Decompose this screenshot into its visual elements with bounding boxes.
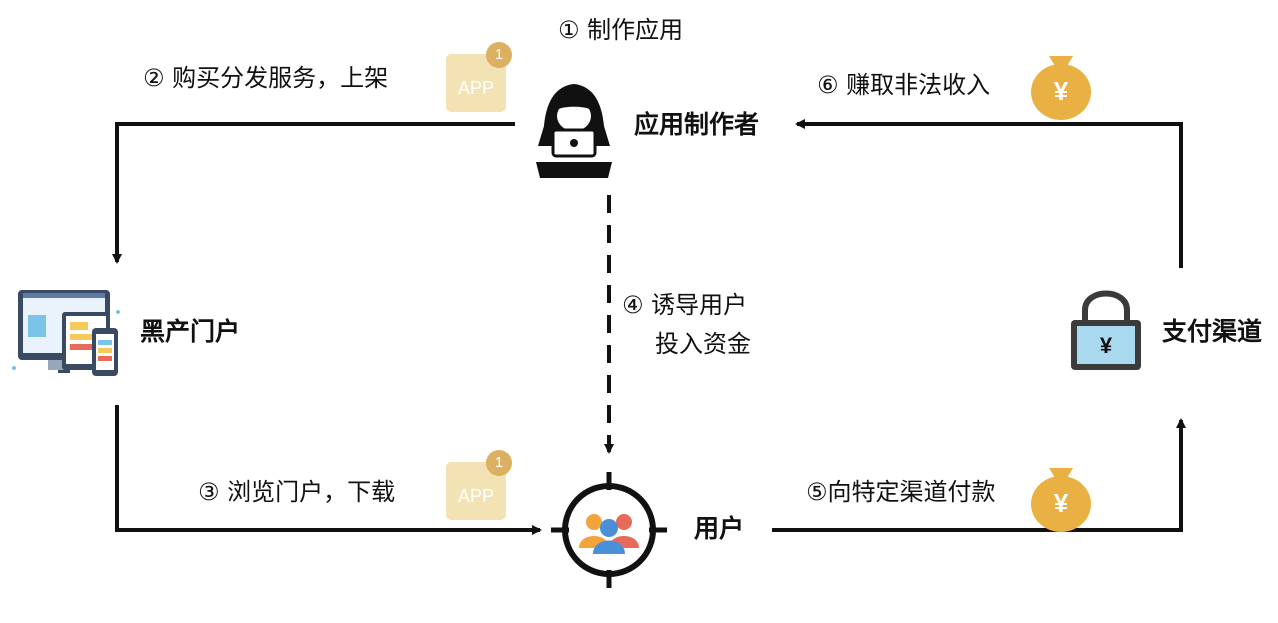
payment-label: 支付渠道 <box>1162 317 1263 346</box>
money-bag-yen-6: ¥ <box>1054 76 1069 106</box>
portal-label: 黑产门户 <box>140 317 241 346</box>
app-badge-text: APP <box>457 486 495 506</box>
arrow-portal-to-user <box>115 405 542 535</box>
portal-icon <box>12 290 120 376</box>
money-bag-yen-5: ¥ <box>1054 488 1069 518</box>
arrow-user-to-payment <box>772 418 1186 532</box>
app-badge-text: APP <box>457 78 495 98</box>
arrow-developer-to-portal <box>112 122 515 264</box>
app-badge-icon: APP 1 <box>446 450 512 520</box>
app-badge-icon: APP 1 <box>446 42 512 112</box>
step-5-label: ⑤向特定渠道付款 <box>806 478 996 506</box>
step-3-label: ③ 浏览门户，下载 <box>198 478 396 506</box>
hacker-icon <box>536 84 612 178</box>
app-badge-count: 1 <box>486 42 512 68</box>
step-2-label: ② 购买分发服务，上架 <box>143 64 389 92</box>
developer-label: 应用制作者 <box>634 110 760 139</box>
step-4-label-line2: 投入资金 <box>655 330 751 358</box>
user-label: 用户 <box>694 514 745 543</box>
money-bag-icon <box>1031 468 1091 532</box>
app-badge-count: 1 <box>486 450 512 476</box>
lock-yen: ¥ <box>1100 333 1113 358</box>
user-group-icon <box>551 472 667 588</box>
lock-icon <box>1071 290 1141 370</box>
step-6-label: ⑥ 赚取非法收入 <box>817 71 991 99</box>
step-4-label-line1: ④ 诱导用户 <box>622 291 748 319</box>
arrow-payment-to-developer <box>795 119 1183 268</box>
step-1-label: ① 制作应用 <box>558 16 684 44</box>
money-bag-icon <box>1031 56 1091 120</box>
